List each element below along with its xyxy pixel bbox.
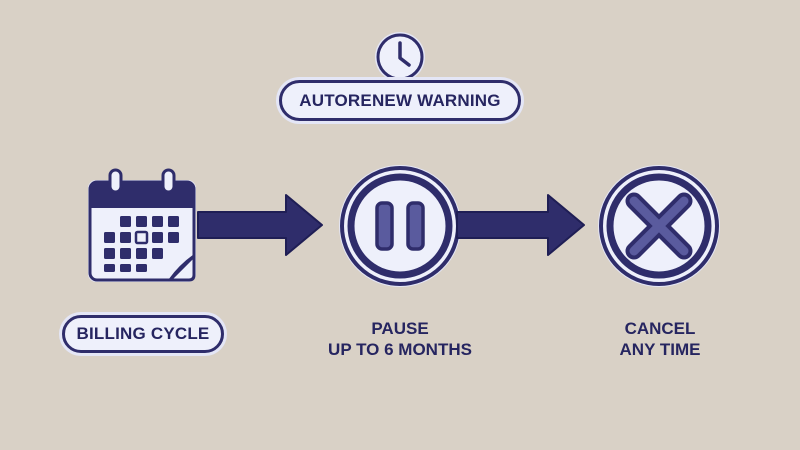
arrow-right-icon — [456, 194, 585, 256]
pause-caption-line-2: UP TO 6 MONTHS — [328, 340, 472, 359]
billing-cycle-label: BILLING CYCLE — [62, 315, 224, 353]
pause-icon — [339, 165, 461, 287]
cancel-x-icon — [598, 165, 720, 287]
cancel-caption-line-2: ANY TIME — [619, 340, 701, 359]
cancel-caption-line-1: CANCEL — [624, 319, 696, 338]
cancel-caption: CANCEL ANY TIME — [580, 318, 740, 360]
arrow-right-icon — [197, 194, 323, 256]
pause-caption: PAUSE UP TO 6 MONTHS — [300, 318, 500, 360]
clock-icon — [375, 32, 425, 82]
autorenew-warning-badge: AUTORENEW WARNING — [279, 80, 521, 121]
calendar-icon — [88, 168, 196, 282]
pause-caption-line-1: PAUSE — [371, 319, 429, 338]
